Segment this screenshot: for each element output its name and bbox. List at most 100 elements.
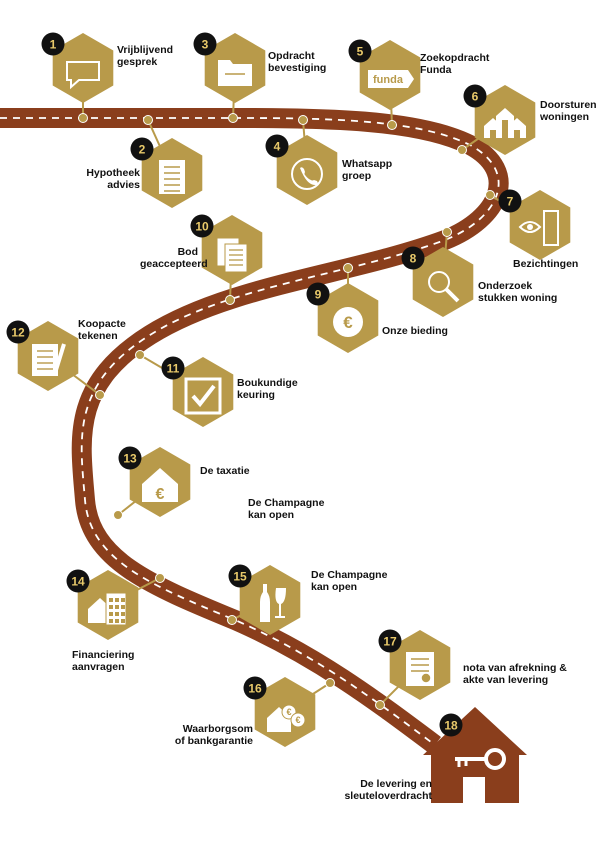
svg-text:€: €: [295, 715, 300, 725]
connector-dot-17: [375, 700, 385, 710]
step-12: 12: [6, 320, 79, 391]
step-number: 10: [195, 220, 209, 234]
svg-text:€: €: [286, 707, 291, 717]
step-label-17: nota van afrekning & akte van levering: [463, 662, 567, 686]
step-8: 8: [401, 246, 474, 317]
step-14: 14: [66, 569, 139, 640]
connector-dot-6: [457, 145, 467, 155]
step-label-8: Onderzoek stukken woning: [478, 280, 558, 304]
step-label-12: Koopacte tekenen: [78, 318, 126, 342]
step-17: 17: [378, 629, 451, 700]
step-hexagon: [509, 190, 571, 260]
funda-logo-text: funda: [373, 74, 404, 86]
step-label-5: Zoekopdracht Funda: [420, 52, 490, 76]
connector-dot-11: [135, 350, 145, 360]
euro-house-icon: €: [142, 468, 178, 503]
step-15: 15: [228, 564, 301, 635]
connector-dot-12: [95, 390, 105, 400]
step-16: €€16: [243, 676, 316, 747]
road-center-line: [0, 117, 500, 746]
step-13: €13: [118, 446, 191, 517]
step-number-badge: [130, 137, 154, 161]
step-hexagon: [239, 565, 301, 635]
step-number: 1: [50, 38, 57, 52]
connector-dot-1: [78, 113, 88, 123]
step-hexagon: [52, 33, 114, 103]
step-label-7: Bezichtingen: [513, 258, 579, 270]
step-label-16: Waarborgsom of bankgarantie: [174, 723, 253, 747]
step-number: 12: [11, 326, 25, 340]
certificate-icon: [406, 652, 434, 686]
calculator-house-icon: [88, 592, 127, 626]
step-label-1: Vrijblijvend gesprek: [117, 44, 174, 68]
step-6: 6: [463, 84, 536, 155]
step-number: 6: [472, 90, 479, 104]
step-number-badge: [190, 214, 214, 238]
connector-dot-16: [325, 678, 335, 688]
connector-dot-3: [228, 113, 238, 123]
euro-bubble-icon: €: [333, 307, 363, 337]
step-number: 9: [315, 288, 322, 302]
step-number-badge: [265, 134, 289, 158]
step-number-badge: [498, 189, 522, 213]
final-house-door: [463, 777, 485, 803]
connector-dot-5: [387, 120, 397, 130]
step-3: 3: [193, 32, 266, 103]
document-icon: [159, 160, 185, 194]
step-number-badge: [66, 569, 90, 593]
house-coins-icon: €€: [267, 704, 306, 732]
door-eye-icon: [518, 210, 559, 246]
step-number: 7: [507, 195, 514, 209]
step-number: 16: [248, 682, 262, 696]
step-label-11: Boukundige keuring: [237, 377, 298, 401]
step-label-3: Opdracht bevestiging: [268, 50, 327, 74]
step-label-6: Doorsturen woningen: [540, 99, 597, 123]
step-label-15: De Champagne kan open: [311, 569, 388, 593]
connector-dot-10: [225, 295, 235, 305]
funda-logo-icon: funda: [368, 70, 414, 88]
contract-pen-icon: [32, 343, 66, 376]
step-number: 11: [167, 362, 180, 376]
connector-dot-7: [485, 190, 495, 200]
connector-dot-9: [343, 263, 353, 273]
step-5: funda 5: [348, 39, 421, 110]
step-11: 11: [161, 356, 234, 427]
step-number-badge: [306, 282, 330, 306]
step-number: 4: [274, 140, 281, 154]
step-number: 17: [383, 635, 397, 649]
step-number-badge: [439, 713, 463, 737]
step-number: 3: [202, 38, 209, 52]
connector-dot-14: [155, 573, 165, 583]
speech-bubble-icon: [66, 61, 100, 90]
step-number: 13: [123, 452, 137, 466]
step-label-10: Bod geaccepteerd: [140, 246, 208, 270]
step-number-badge: [118, 446, 142, 470]
step-number: 5: [357, 45, 364, 59]
step-7: 7: [498, 189, 571, 260]
magnifier-icon: [428, 271, 460, 303]
svg-text:€: €: [343, 313, 353, 332]
step-number-badge: [378, 629, 402, 653]
step-hexagon: [276, 135, 338, 205]
connector-dot-2: [143, 115, 153, 125]
final-house: 18: [423, 707, 527, 803]
step-number: 14: [71, 575, 85, 589]
whatsapp-icon: [291, 158, 323, 190]
step-number-badge: [193, 32, 217, 56]
step-label-9: Onze bieding: [382, 325, 448, 337]
floating-champagne-text: De Champagne kan open: [248, 497, 325, 521]
documents-icon: [216, 237, 248, 273]
connector-dot-8: [442, 227, 452, 237]
step-2: 2: [130, 137, 203, 208]
step-number-badge: [243, 676, 267, 700]
step-number-badge: [161, 356, 185, 380]
step-label-2: Hypotheek advies: [86, 167, 140, 191]
step-1: 1: [41, 32, 114, 103]
step-label-18: De levering en sleuteloverdracht: [344, 778, 432, 802]
checkbox-icon: [184, 377, 222, 415]
step-label-13: De taxatie: [200, 465, 250, 477]
step-4: 4: [265, 134, 338, 205]
step-label-14: Financiering aanvragen: [72, 649, 135, 673]
